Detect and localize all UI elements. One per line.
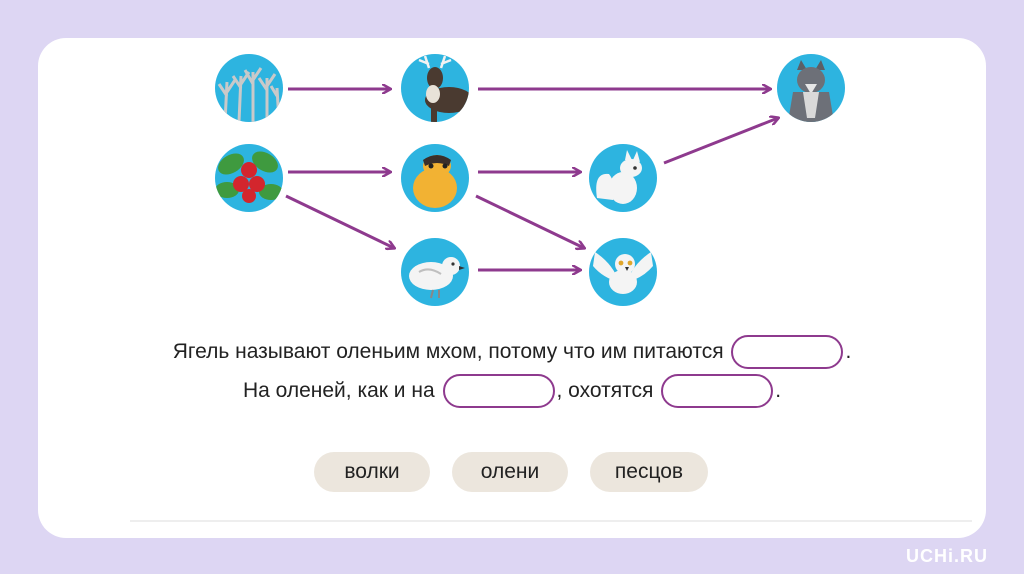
wolf-node <box>777 54 845 122</box>
food-chain-arrows <box>285 89 778 270</box>
option-chip-wolves[interactable]: волки <box>314 452 430 492</box>
question-line-1: Ягель называют оленьим мхом, потому что … <box>0 332 1024 372</box>
wolf-icon <box>787 60 835 122</box>
arctic-fox-node <box>589 144 657 212</box>
card-divider <box>130 520 972 522</box>
answer-slot-2[interactable] <box>442 374 555 409</box>
lemming-icon <box>413 155 457 208</box>
question-text-2: На оленей, как и на <box>242 379 435 402</box>
option-chip-arctic-foxes[interactable]: песцов <box>590 452 708 492</box>
arrow-lemming-snowy-owl <box>475 194 584 248</box>
question-text-3: , охотятся <box>556 379 654 402</box>
question-text-1-end: . <box>845 340 852 363</box>
lichen-node <box>215 54 283 122</box>
reindeer-node <box>401 54 469 122</box>
question-text-3-end: . <box>775 379 782 402</box>
arctic-fox-icon <box>596 150 642 204</box>
berries-icon <box>215 151 283 203</box>
question-line-2: На оленей, как и на , охотятся . <box>0 371 1024 411</box>
arrow-berries-ptarmigan <box>285 194 394 248</box>
watermark-logo: UCHi.RU <box>906 546 988 566</box>
lichen-icon <box>217 67 281 122</box>
answer-slot-3[interactable] <box>661 374 774 409</box>
arrow-arctic-fox-wolf <box>663 118 778 165</box>
reindeer-icon <box>418 55 469 122</box>
berries-node <box>215 144 283 212</box>
lemming-node <box>401 144 469 212</box>
ptarmigan-node <box>401 238 469 306</box>
ptarmigan-icon <box>409 257 465 299</box>
answer-slot-1[interactable] <box>731 335 844 370</box>
question-text-1: Ягель называют оленьим мхом, потому что … <box>172 340 724 363</box>
option-chip-reindeer[interactable]: олени <box>452 452 568 492</box>
snowy-owl-icon <box>593 252 653 294</box>
snowy-owl-node <box>589 238 657 306</box>
